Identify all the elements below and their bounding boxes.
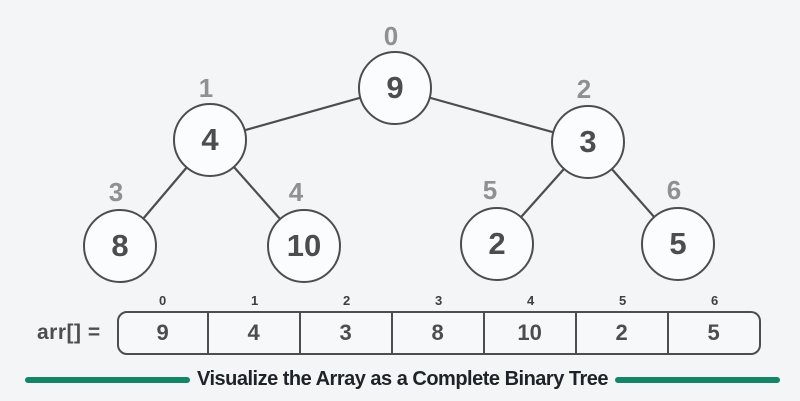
array-col: 2 3 <box>300 293 393 355</box>
array-col: 4 10 <box>484 293 577 355</box>
tree-node-index: 1 <box>198 73 214 103</box>
tree-node: 2 <box>460 207 534 281</box>
array-cell-index: 4 <box>526 293 535 308</box>
tree-node: 4 <box>173 103 247 177</box>
tree-node: 10 <box>267 209 341 283</box>
array-col: 3 8 <box>392 293 485 355</box>
array-cell: 8 <box>392 311 485 355</box>
array-cell-index: 0 <box>158 293 167 308</box>
tree-node-index: 6 <box>666 175 682 205</box>
array-col: 0 9 <box>116 293 209 355</box>
array-cell: 4 <box>208 311 301 355</box>
caption-title: Visualize the Array as a Complete Binary… <box>196 368 609 390</box>
tree-node-index: 5 <box>482 175 498 205</box>
array-cell-index: 2 <box>342 293 351 308</box>
array-representation: arr[] = 0 9 1 4 2 3 3 8 4 10 5 <box>37 293 761 355</box>
array-label: arr[] = <box>37 321 101 344</box>
array-cell: 2 <box>576 311 669 355</box>
tree-node: 5 <box>641 207 715 281</box>
array-col: 1 4 <box>208 293 301 355</box>
tree-node-index: 4 <box>288 177 304 207</box>
array-col: 6 5 <box>668 293 761 355</box>
array-cell-index: 3 <box>434 293 443 308</box>
array-cell-index: 1 <box>250 293 259 308</box>
array-cell: 9 <box>116 311 209 355</box>
tree-node-index: 2 <box>576 74 592 104</box>
tree-node: 3 <box>551 105 625 179</box>
array-cell: 3 <box>300 311 393 355</box>
caption-rule-left <box>25 376 190 383</box>
caption-row: Visualize the Array as a Complete Binary… <box>25 368 780 391</box>
array-cell: 5 <box>668 311 761 355</box>
tree-node-index: 0 <box>383 21 399 51</box>
array-cells: 0 9 1 4 2 3 3 8 4 10 5 2 <box>116 293 761 355</box>
array-cell-index: 6 <box>710 293 719 308</box>
tree-node-index: 3 <box>108 177 124 207</box>
array-col: 5 2 <box>576 293 669 355</box>
array-cell: 10 <box>484 311 577 355</box>
tree-node: 8 <box>83 209 157 283</box>
tree-node: 9 <box>358 51 432 125</box>
caption-rule-right <box>615 376 780 383</box>
array-cell-index: 5 <box>618 293 627 308</box>
